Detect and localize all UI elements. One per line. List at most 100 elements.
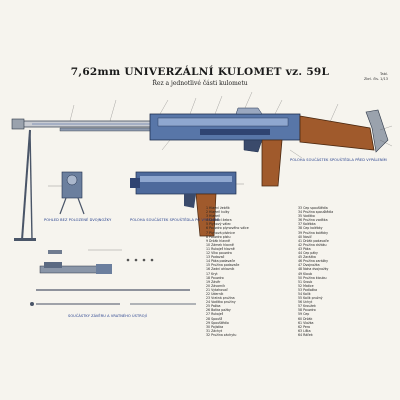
corner-note: Tabl. Zbrl. čís. 1/13 xyxy=(364,72,388,81)
trigger-group-view xyxy=(130,171,244,237)
legend-item: 34 Pružina spouštědla xyxy=(298,210,334,215)
legend-item: 58 Pouzdro xyxy=(298,308,316,313)
legend-item: 26 Botka pažby xyxy=(206,308,231,313)
legend-item: 29 Spouštědlo xyxy=(206,320,229,325)
spring-cap xyxy=(30,302,34,306)
legend-item: 31 Záchyt xyxy=(206,328,223,333)
corner-note-line: Zbrl. čís. 1/13 xyxy=(363,76,388,81)
legend-item: 15 Pružina podavače xyxy=(206,263,240,268)
parts-assembly xyxy=(30,249,196,306)
diagram-title: 7,62mm UNIVERZÁLNÍ KULOMET vz. 59L xyxy=(70,66,330,78)
corner-note-line: Tabl. xyxy=(379,72,388,76)
trigger-housing-top xyxy=(140,176,232,182)
legend-item: 19 Závěr xyxy=(206,279,221,284)
legend-item: 16 Zadní ohlazník xyxy=(206,267,235,272)
legend-item: 10 Zámek hlavně xyxy=(206,242,234,247)
legend-item: 48 Noha dvojnožky xyxy=(298,267,329,272)
bipod-hinge xyxy=(66,174,78,186)
feed-caption: POLOHA SOUČÁSTEK SPOUŠTĚDLA PŘED VYPÁLEN… xyxy=(290,158,387,162)
legend-item: 24 Vodítko pružiny xyxy=(206,300,236,305)
legend-item: 12 Víko pouzdra xyxy=(206,251,232,256)
pin-part xyxy=(126,258,130,262)
pin-part xyxy=(150,258,154,262)
legend-item: 32 Pružina záchytu xyxy=(206,332,237,337)
legend-item: 52 Matice xyxy=(298,283,314,288)
trigger-guard xyxy=(243,139,263,153)
legend-item: 6 Pouzdro plynového válce xyxy=(206,226,249,231)
legend-item: 49 Kloub xyxy=(298,271,313,276)
legend-item: 43 Páka xyxy=(298,246,311,251)
legend-item: 51 Šroub xyxy=(298,279,313,284)
legend-item: 27 Rukojeť xyxy=(206,312,223,317)
legend-item: 11 Rukojeť hlavně xyxy=(206,246,235,251)
legend-item: 62 Pero xyxy=(298,324,311,329)
bipod-foot xyxy=(14,238,36,241)
legend-item: 64 Ráček xyxy=(298,332,313,337)
legend-item: 8 Pouzdro pístu xyxy=(206,234,231,239)
gas-tube xyxy=(59,127,156,132)
legend-item: 45 Zarážka xyxy=(298,255,316,260)
piston-head xyxy=(96,264,112,274)
legend-item: 61 Vložka xyxy=(298,320,314,325)
legend-item: 22 Úderník xyxy=(206,291,224,296)
main-gun xyxy=(11,107,389,241)
legend-item: 63 Lišta xyxy=(298,328,311,333)
legend-item: 53 Podložka xyxy=(298,287,318,292)
bolt-carrier xyxy=(200,129,270,135)
legend-item: 42 Pružina držáku xyxy=(298,242,327,247)
legend-item: 44 Čep páky xyxy=(298,251,318,256)
legend-item: 46 Pružina zarážky xyxy=(298,259,328,264)
legend-item: 56 Úchyt xyxy=(298,300,313,305)
bipod-leg xyxy=(21,129,31,241)
pin-part xyxy=(142,258,146,262)
legend-item: 55 Kolík pružný xyxy=(298,296,323,301)
legend-item: 39 Pružina kolébky xyxy=(298,230,328,235)
legend-item: 59 Čep xyxy=(298,312,310,317)
legend-item: 35 Vodítko xyxy=(298,214,315,219)
legend-item: 3 Hlaveň xyxy=(206,214,221,219)
diagram-subtitle: Řez a jednotlivé části kulometu xyxy=(152,80,248,87)
legend-item: 1 Hlavní žebřík xyxy=(206,206,230,210)
trigger-grip xyxy=(195,193,217,237)
legend-item: 17 Kryt xyxy=(206,271,218,276)
butt-plate xyxy=(365,109,389,153)
legend-item: 40 Nosič xyxy=(298,234,312,239)
firing-pin xyxy=(48,250,62,254)
legend-item: 7 Plynová pístnice xyxy=(206,230,235,235)
bipod-detail-view xyxy=(48,171,85,215)
receiver-cover xyxy=(157,117,289,127)
legend-item: 20 Závorník xyxy=(206,283,226,288)
legend-item: 21 Vytahovač xyxy=(206,287,228,292)
legend-item: 4 Chladicí žebra xyxy=(206,218,232,223)
legend-item: 9 Držák hlavně xyxy=(206,238,231,243)
leader-lines xyxy=(69,91,393,159)
legend-item: 36 Pružina vodítka xyxy=(298,218,328,223)
rear-sight xyxy=(235,107,263,115)
trigger xyxy=(184,194,196,208)
bipod-leg xyxy=(77,197,85,215)
legend-item: 28 Spoušť xyxy=(206,316,222,321)
legend-item: 47 Dvojnožka xyxy=(298,263,320,268)
legend-item: 33 Čep spouštědla xyxy=(298,206,328,210)
legend-item: 30 Pojistka xyxy=(206,324,224,329)
bipod-leg xyxy=(59,197,67,215)
legend-item: 5 Plynový válec xyxy=(206,222,231,227)
bipod-leg xyxy=(29,129,33,241)
muzzle xyxy=(11,118,25,130)
legend-item: 41 Držák podavače xyxy=(298,238,329,243)
legend-item: 37 Kolébka xyxy=(298,222,316,227)
legend-item: 57 Kroužek xyxy=(298,304,316,309)
legend-item: 23 Vratná pružina xyxy=(206,296,235,301)
legend-item: 60 Držák xyxy=(298,316,313,321)
trigger-rear xyxy=(130,178,140,188)
bipod-caption: POHLED BEZ POLOZENÉ DVOJNOŽKY xyxy=(44,218,112,222)
legend-item: 14 Páka podavače xyxy=(206,259,236,264)
legend-item: 54 Kolík xyxy=(298,291,311,296)
pin-part xyxy=(134,258,138,262)
legend-item: 50 Pružina kloubu xyxy=(298,275,327,280)
